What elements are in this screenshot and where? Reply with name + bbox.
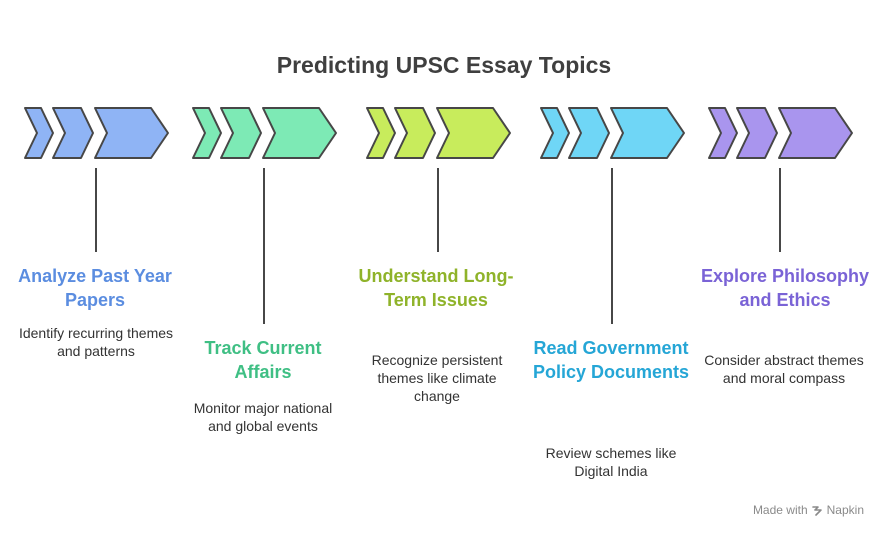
chevron-small-2a xyxy=(192,107,222,159)
chevron-large-1 xyxy=(94,107,169,159)
chevron-large-5 xyxy=(778,107,853,159)
chevron-group-3 xyxy=(366,107,511,159)
step-heading-5: Explore Philosophy and Ethics xyxy=(700,266,870,310)
chevron-small-5b xyxy=(736,107,778,159)
chevron-group-2 xyxy=(192,107,337,159)
napkin-logo-icon xyxy=(811,505,822,516)
connector-line-5 xyxy=(779,168,781,252)
step-heading-3: Understand Long-Term Issues xyxy=(358,266,514,310)
connector-line-1 xyxy=(95,168,97,252)
step-description-2: Monitor major national and global events xyxy=(193,400,333,434)
chevron-small-4b xyxy=(568,107,610,159)
step-heading-2: Track Current Affairs xyxy=(204,338,322,382)
step-description-4: Review schemes like Digital India xyxy=(545,445,677,479)
made-with-napkin-badge[interactable]: Made with Napkin xyxy=(753,503,864,517)
chevron-small-2b xyxy=(220,107,262,159)
chevron-large-4 xyxy=(610,107,685,159)
connector-line-2 xyxy=(263,168,265,324)
step-description-1: Identify recurring themes and patterns xyxy=(18,325,174,359)
chevron-small-4a xyxy=(540,107,570,159)
made-with-label: Made with xyxy=(752,503,808,517)
diagram-title: Predicting UPSC Essay Topics xyxy=(276,52,612,78)
step-heading-1: Analyze Past Year Papers xyxy=(18,266,172,310)
chevron-small-3b xyxy=(394,107,436,159)
chevron-group-4 xyxy=(540,107,685,159)
chevron-small-1b xyxy=(52,107,94,159)
napkin-brand-label: Napkin xyxy=(826,503,864,517)
chevron-large-3 xyxy=(436,107,511,159)
chevron-small-5a xyxy=(708,107,738,159)
step-description-3: Recognize persistent themes like climate… xyxy=(371,352,503,404)
chevron-large-2 xyxy=(262,107,337,159)
step-heading-4: Read Government Policy Documents xyxy=(532,338,690,382)
connector-line-4 xyxy=(611,168,613,324)
chevron-group-1 xyxy=(24,107,169,159)
step-description-5: Consider abstract themes and moral compa… xyxy=(704,352,864,386)
chevron-small-1a xyxy=(24,107,54,159)
connector-line-3 xyxy=(437,168,439,252)
chevron-group-5 xyxy=(708,107,853,159)
chevron-small-3a xyxy=(366,107,396,159)
